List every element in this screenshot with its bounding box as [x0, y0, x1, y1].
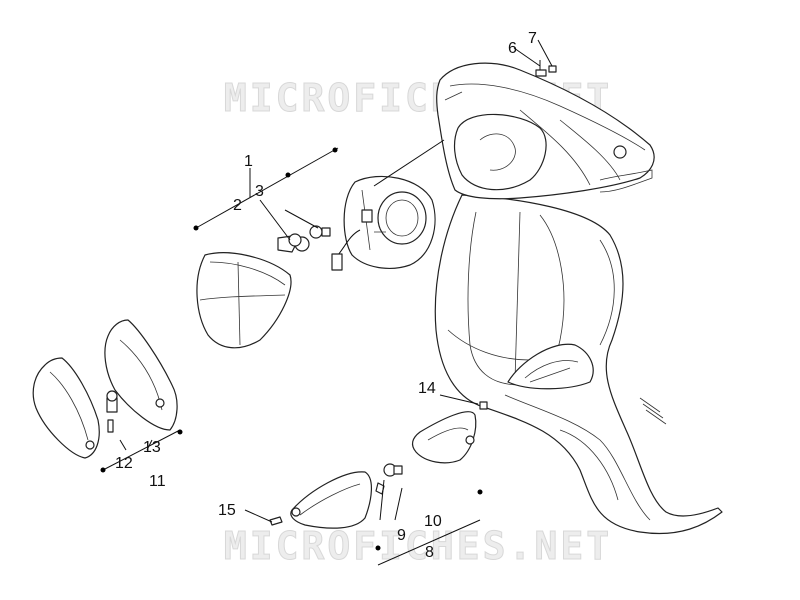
- callout-1: 1: [244, 153, 253, 170]
- callout-2: 2: [233, 197, 242, 214]
- callout-15: 15: [218, 502, 236, 519]
- leader-lines: [102, 39, 553, 566]
- callout-3: 3: [255, 183, 264, 200]
- callout-7: 7: [528, 30, 537, 47]
- callout-11: 11: [149, 473, 166, 490]
- front-shield-part: [434, 194, 723, 535]
- left-turn-signal-lens-part: [32, 357, 100, 459]
- headlight-lens-part: [196, 252, 292, 349]
- callout-8: 8: [425, 544, 434, 561]
- right-turn-signal-bulb-part: [383, 463, 403, 477]
- callout-10: 10: [424, 513, 442, 530]
- bulb-holder-part: [288, 225, 331, 247]
- callout-9: 9: [397, 527, 406, 544]
- left-turn-signal-bulb-part: [106, 390, 118, 413]
- bracket-dots: [100, 147, 483, 551]
- handlebar-cover-part: [436, 62, 655, 200]
- left-turn-signal-housing-part: [104, 319, 178, 431]
- callout-13: 13: [143, 439, 161, 456]
- callout-14: 14: [418, 380, 436, 397]
- right-turn-signal-lens-part: [290, 471, 372, 529]
- callout-12: 12: [115, 455, 133, 472]
- right-turn-signal-housing-part: [411, 411, 477, 464]
- callout-6: 6: [508, 40, 517, 57]
- headlight-reflector-part: [331, 175, 436, 271]
- screw-part: [107, 60, 557, 526]
- callout-labels: 1 2 3 6 7 8 9 10 11 12 13 14 15: [115, 30, 537, 561]
